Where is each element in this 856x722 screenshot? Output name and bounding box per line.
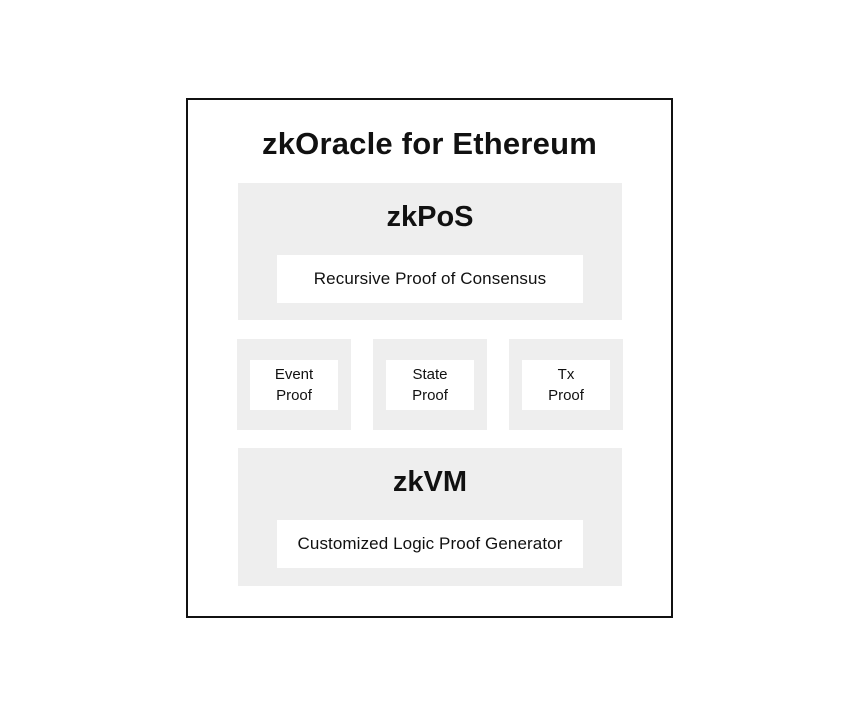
event-proof-label-line1: Event <box>274 365 314 383</box>
diagram-title: zkOracle for Ethereum <box>262 126 597 161</box>
state-proof-label-line1: State <box>412 365 448 383</box>
state-proof-box: State Proof <box>386 359 474 410</box>
tx-proof-box: Tx Proof <box>522 359 610 410</box>
state-proof-cell: State Proof <box>373 339 487 430</box>
proof-row: Event Proof State Proof Tx Proof <box>237 339 623 430</box>
zkvm-component-box: Customized Logic Proof Generator <box>277 520 583 568</box>
zkoracle-frame: zkOracle for Ethereum zkPoS Recursive Pr… <box>186 98 673 618</box>
zkpos-title: zkPoS <box>386 201 474 233</box>
event-proof-box: Event Proof <box>250 359 338 410</box>
zkpos-component-box: Recursive Proof of Consensus <box>277 255 583 303</box>
tx-proof-cell: Tx Proof <box>509 339 623 430</box>
tx-proof-label-line1: Tx <box>557 365 575 383</box>
event-proof-cell: Event Proof <box>237 339 351 430</box>
state-proof-label-line2: Proof <box>412 386 448 404</box>
event-proof-label-line2: Proof <box>276 386 312 404</box>
tx-proof-label-line2: Proof <box>548 386 584 404</box>
zkvm-title: zkVM <box>392 466 468 498</box>
zkvm-panel: zkVM Customized Logic Proof Generator <box>238 448 622 586</box>
zkpos-panel: zkPoS Recursive Proof of Consensus <box>238 183 622 320</box>
